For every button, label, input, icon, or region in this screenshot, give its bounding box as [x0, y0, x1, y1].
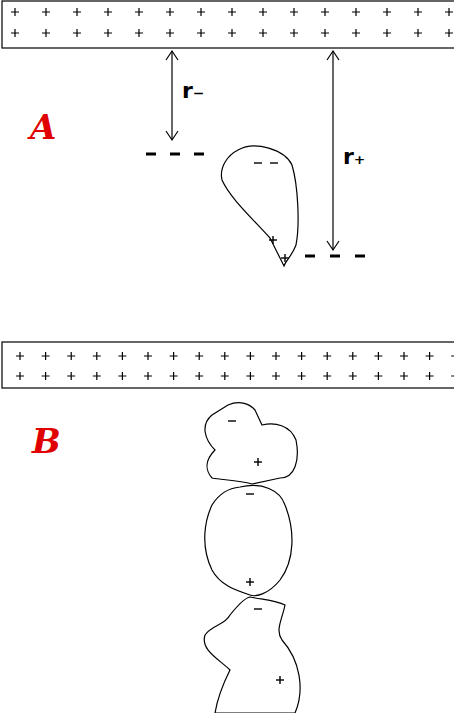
plus-charge — [195, 352, 203, 360]
plus-charge — [349, 372, 357, 380]
panel-label: B — [32, 424, 61, 458]
plus-charge — [400, 352, 408, 360]
plus-charge — [135, 29, 143, 37]
plus-charge — [221, 352, 229, 360]
plus-charge — [67, 352, 75, 360]
plus-charge — [352, 29, 360, 37]
plus-charge — [445, 29, 453, 37]
plus-charge — [374, 372, 382, 380]
plus-charge — [400, 372, 408, 380]
plus-charge — [93, 372, 101, 380]
plus-charge — [374, 352, 382, 360]
panel-label: A — [30, 110, 56, 144]
plus-charge — [73, 29, 81, 37]
plus-charge — [321, 8, 329, 16]
plus-charge — [197, 8, 205, 16]
plus-charge — [445, 8, 453, 16]
plus-charge — [228, 29, 236, 37]
plus-charge — [298, 372, 306, 380]
plus-charge — [383, 29, 391, 37]
plus-charge — [67, 372, 75, 380]
plus-charge — [42, 29, 50, 37]
reference-dashes — [146, 154, 365, 256]
plus-charge — [144, 372, 152, 380]
plus-charge — [16, 372, 24, 380]
plus-charge — [246, 352, 254, 360]
plus-charge — [272, 372, 280, 380]
plus-charge — [246, 372, 254, 380]
plus-charge — [451, 352, 454, 360]
plus-charge — [414, 8, 422, 16]
plus-charge — [349, 352, 357, 360]
plus-charge — [259, 8, 267, 16]
plus-charge — [426, 352, 434, 360]
plus-charge — [451, 372, 454, 380]
plus-charge — [426, 372, 434, 380]
distance-label: r₊ — [343, 146, 365, 168]
plus-charge — [11, 8, 19, 16]
plus-charge — [170, 372, 178, 380]
plus-charge — [118, 352, 126, 360]
charged-rod — [2, 342, 454, 388]
plus-charge — [42, 352, 50, 360]
plus-charge — [42, 8, 50, 16]
plus-charge — [272, 352, 280, 360]
paper-fragment — [221, 146, 298, 266]
plus-charge — [118, 372, 126, 380]
plus-charge — [298, 352, 306, 360]
plus-charge — [166, 8, 174, 16]
plus-charge — [290, 8, 298, 16]
plus-charge — [197, 29, 205, 37]
paper-fragment — [205, 486, 292, 596]
plus-charge — [352, 8, 360, 16]
plus-charge — [321, 29, 329, 37]
plus-charge — [135, 8, 143, 16]
distance-arrow — [166, 51, 178, 140]
plus-charge — [170, 352, 178, 360]
plus-charge — [16, 352, 24, 360]
paper-fragment — [205, 403, 297, 484]
paper-fragment — [204, 597, 300, 713]
plus-charge — [11, 29, 19, 37]
plus-charge — [383, 8, 391, 16]
charged-rod — [2, 1, 454, 48]
charge-signs — [228, 163, 289, 684]
distance-arrow — [327, 51, 339, 250]
plus-charge — [323, 372, 331, 380]
plus-charge — [259, 29, 267, 37]
plus-charge — [73, 8, 81, 16]
plus-charge — [414, 29, 422, 37]
plus-charge — [195, 372, 203, 380]
plus-charge — [290, 29, 298, 37]
plus-charge — [221, 372, 229, 380]
plus-charge — [42, 372, 50, 380]
plus-charge — [228, 8, 236, 16]
plus-charge — [144, 352, 152, 360]
distance-label: r₋ — [182, 80, 204, 102]
plus-charge — [166, 29, 174, 37]
plus-charge — [104, 29, 112, 37]
plus-charge — [323, 352, 331, 360]
plus-charge — [93, 352, 101, 360]
plus-charge — [104, 8, 112, 16]
